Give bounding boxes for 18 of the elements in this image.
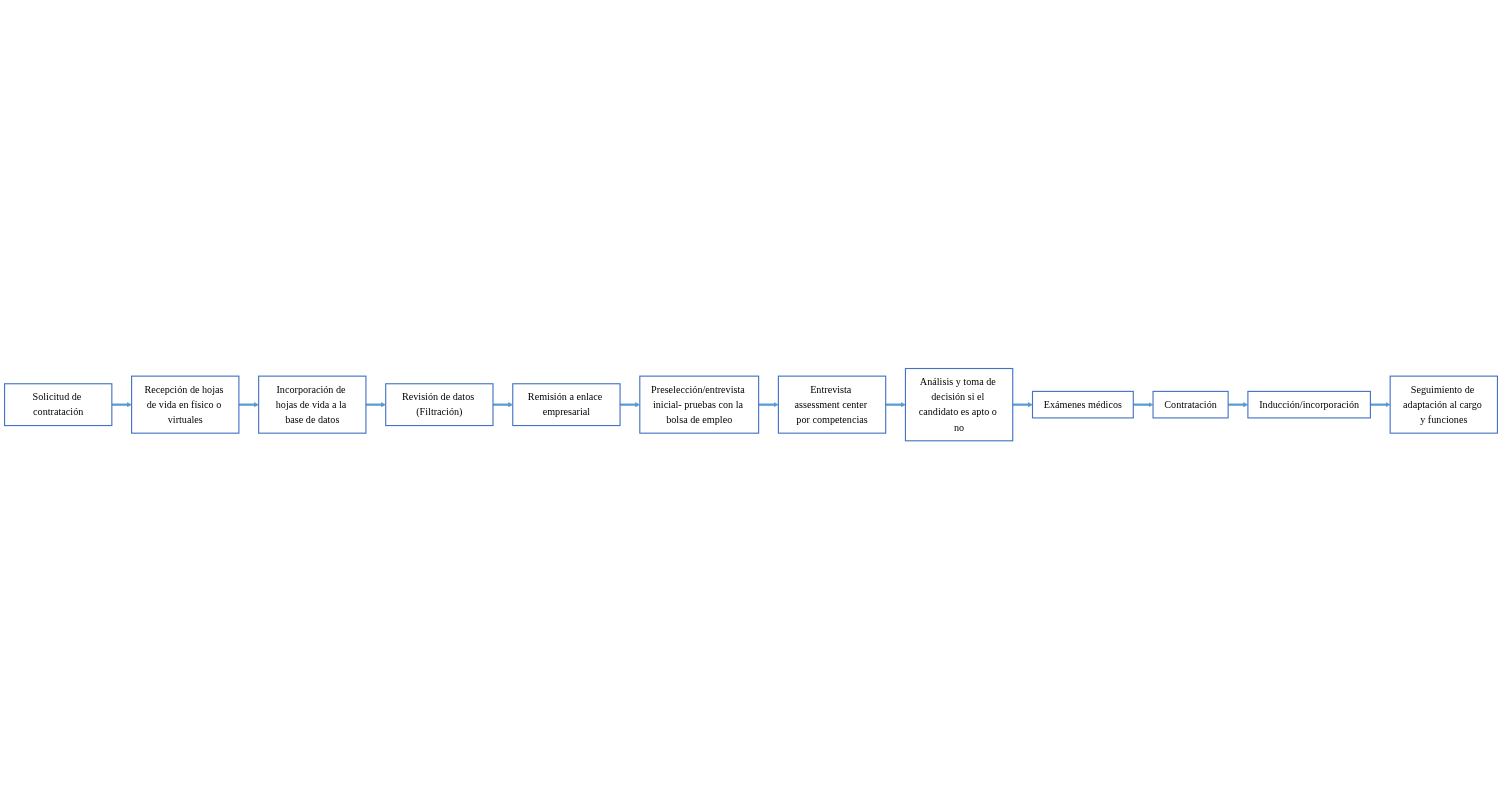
node-box: Revisión de datos (Filtración) bbox=[385, 383, 494, 426]
arrow bbox=[493, 402, 513, 407]
node-box: Recepción de hojas de vida en físico o virtuales bbox=[131, 375, 240, 434]
node-box: Preselección/entrevista inicial- pruebas con la bolsa de empleo bbox=[639, 375, 760, 434]
node-box: Entrevista assessment center por competencias bbox=[777, 375, 887, 434]
arrow bbox=[111, 402, 132, 407]
node-box: Inducción/incorporación bbox=[1247, 390, 1371, 419]
node-box: Remisión a enlace empresarial bbox=[512, 383, 621, 426]
arrow bbox=[885, 402, 906, 407]
node-box: Incorporación de hojas de vida a la base de datos bbox=[258, 375, 367, 434]
node-box: Exámenes médicos bbox=[1031, 390, 1134, 419]
arrow bbox=[1012, 402, 1033, 407]
node-box: Contratación bbox=[1152, 390, 1229, 419]
node-box: Análisis y toma de decisión si el candidato es apto o no bbox=[904, 367, 1014, 442]
node-box: Seguimiento de adaptación al cargo y funciones bbox=[1389, 375, 1498, 434]
arrow bbox=[238, 402, 259, 407]
node-box: Solicitud de contratación bbox=[4, 383, 113, 426]
arrow bbox=[758, 402, 779, 407]
